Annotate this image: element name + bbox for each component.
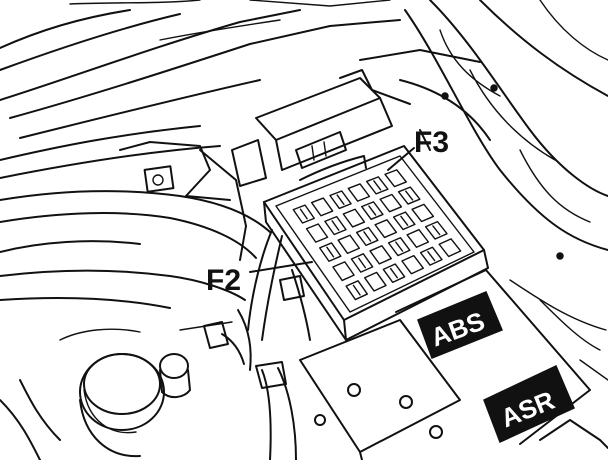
fuse-slot [361, 201, 384, 220]
fuse-slot [319, 242, 342, 262]
fuse-slot [384, 169, 407, 188]
fuse-blade [336, 194, 345, 205]
fuse-blade [400, 215, 409, 226]
fuse-slot [406, 228, 430, 248]
fuse-blade [352, 284, 361, 296]
fuse-blade [432, 225, 441, 236]
fuse-blade [331, 220, 340, 231]
fuse-blade [373, 180, 382, 191]
fuse-blade [326, 246, 335, 258]
relay-bracket [231, 69, 411, 187]
fuse-slot [387, 237, 411, 257]
hood-curves [0, 0, 401, 179]
fuse-blade [299, 208, 308, 220]
fuse-slot [369, 245, 392, 265]
fuse-slot [397, 186, 421, 205]
fuse-slot [347, 183, 371, 202]
wiring [203, 229, 311, 460]
fuse-blade [405, 190, 414, 201]
fuse-slot [424, 220, 448, 240]
fuse-slot [438, 238, 462, 258]
asr-plate: ASR [483, 364, 575, 444]
fuse-cells [292, 169, 462, 301]
callout-f3: F3 [414, 126, 449, 159]
fuse-blade [363, 231, 372, 242]
fuse-slot [292, 204, 315, 224]
fuse-slot [324, 215, 347, 236]
fuse-slot [364, 271, 387, 292]
abs-asr-module [299, 269, 608, 460]
fuse-slot [392, 211, 416, 231]
f2-leader-line [249, 261, 313, 273]
fuse-slot [337, 234, 361, 255]
fuse-slot [411, 203, 435, 223]
fuse-slot [401, 254, 424, 275]
fuse-blade [427, 251, 436, 262]
fuse-blade [389, 267, 399, 279]
abs-plate: ABS [417, 291, 503, 359]
fuse-slot [350, 253, 374, 273]
left-hoses [0, 141, 271, 309]
fuse-blade [395, 241, 404, 252]
fuse-slot [305, 223, 329, 243]
fuse-slot [342, 208, 366, 228]
callout-leaders [249, 147, 415, 273]
fuse-slot [329, 190, 352, 210]
fuse-slot [365, 176, 389, 195]
right-frame [359, 0, 608, 260]
fuse-slot [374, 219, 398, 239]
f3-leader-line [387, 147, 415, 171]
fuse-slot [419, 246, 443, 266]
fuse-blade [358, 257, 367, 269]
fuse-blade [368, 205, 377, 216]
fuse-slot [379, 193, 403, 213]
fuse-slot [345, 280, 369, 301]
fuse-slot [382, 263, 406, 284]
fuse-slot [355, 226, 379, 247]
fuse-slot [310, 197, 334, 217]
fuse-slot [332, 261, 355, 282]
fuse-box [263, 129, 489, 341]
callout-f2: F2 [206, 264, 241, 297]
reservoir-cap [0, 321, 233, 460]
